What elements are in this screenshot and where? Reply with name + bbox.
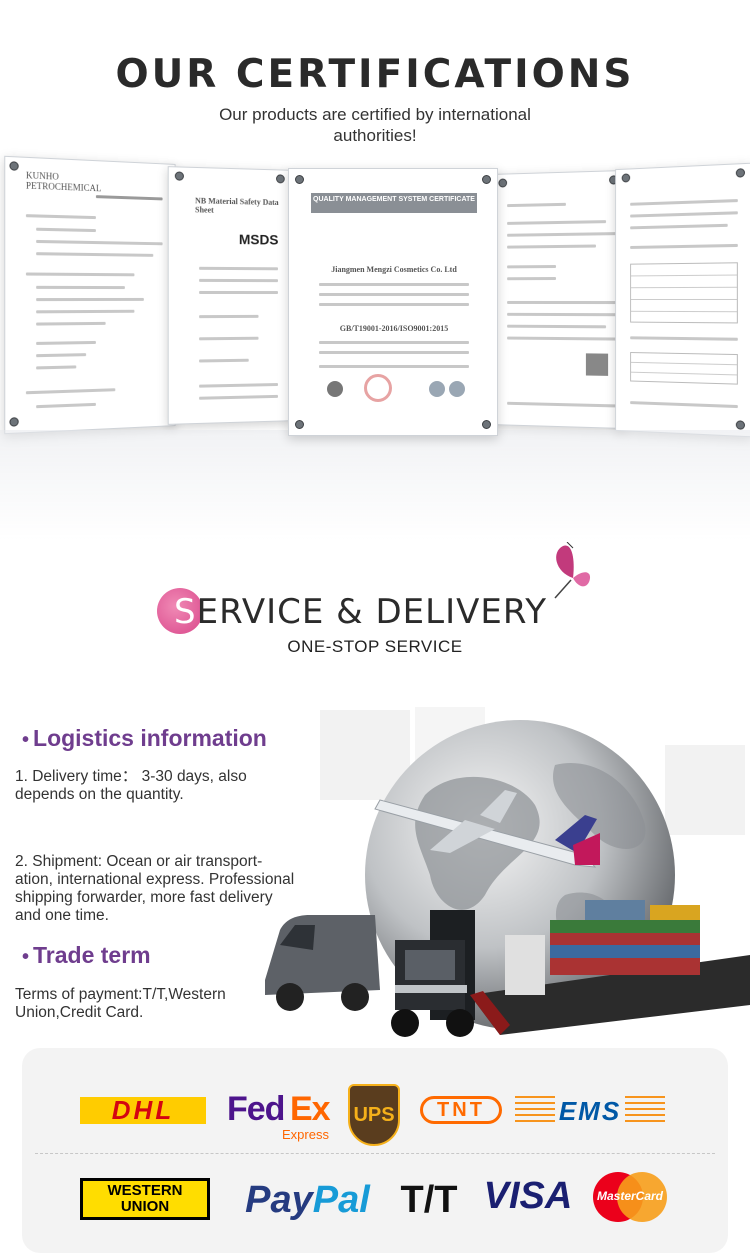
doc-heading: QUALITY MANAGEMENT SYSTEM CERTIFICATE xyxy=(313,196,475,203)
certificate-doc-test-report-2[interactable] xyxy=(615,162,750,438)
service-subtitle: ONE-STOP SERVICE xyxy=(287,637,463,656)
truck-icon xyxy=(391,910,475,1037)
certificate-gallery: KUNHO PETROCHEMICAL NB Material Safety D… xyxy=(0,140,750,560)
doc-heading: NB Material Safety Data Sheet xyxy=(195,196,279,215)
certificate-reflection xyxy=(0,430,750,540)
tt-logo: T/T xyxy=(400,1178,458,1221)
fedex-logo: Fed Ex Express xyxy=(227,1090,331,1142)
trade-term-heading: •Trade term xyxy=(22,942,151,968)
mastercard-logo: MasterCard xyxy=(593,1172,667,1222)
certificate-doc-test-report-1[interactable] xyxy=(491,169,626,430)
service-delivery-title: SERVICE & DELIVERY xyxy=(174,592,548,632)
certificate-doc-iso9001[interactable]: QUALITY MANAGEMENT SYSTEM CERTIFICATE Ji… xyxy=(288,168,498,436)
dhl-logo: DHL xyxy=(80,1095,206,1125)
service-delivery-header: SERVICE & DELIVERY xyxy=(150,542,600,640)
certificate-doc-msds[interactable]: NB Material Safety Data Sheet MSDS xyxy=(167,166,292,425)
tnt-logo: TNT xyxy=(420,1096,502,1124)
western-union-logo: WESTERN UNION xyxy=(80,1178,210,1220)
ups-logo: UPS xyxy=(348,1084,400,1146)
panel-divider xyxy=(35,1153,715,1154)
logistics-heading: •Logistics information xyxy=(22,725,267,751)
logistics-illustration xyxy=(265,707,750,1037)
cargo-ship-icon xyxy=(470,900,750,1035)
van-icon xyxy=(265,915,380,1011)
delivery-time-text: 1. Delivery time： 3-30 days, also depend… xyxy=(15,768,247,803)
pink-circle-badge xyxy=(157,588,203,634)
visa-logo: VISA xyxy=(483,1174,573,1217)
shipping-payment-partners-panel xyxy=(22,1048,728,1253)
trade-term-text: Terms of payment:T/T,Western Union,Credi… xyxy=(15,986,226,1021)
doc-standard: GB/T19001-2016/ISO9001:2015 xyxy=(339,324,449,333)
certifications-title: OUR CERTIFICATIONS xyxy=(115,52,635,97)
shipment-text: 2. Shipment: Ocean or air transport-atio… xyxy=(15,853,295,924)
msds-label: MSDS xyxy=(238,231,279,248)
airplane-icon xyxy=(374,790,600,868)
butterfly-icon xyxy=(554,542,591,599)
certifications-subtitle: Our products are certified by internatio… xyxy=(219,105,531,145)
ems-logo: EMS xyxy=(515,1095,665,1127)
certificate-doc-kunho[interactable]: KUNHO PETROCHEMICAL xyxy=(4,155,176,435)
doc-company: Jiangmen Mengzi Cosmetics Co. Ltd xyxy=(331,265,457,274)
doc-heading: KUNHO PETROCHEMICAL xyxy=(25,170,102,194)
